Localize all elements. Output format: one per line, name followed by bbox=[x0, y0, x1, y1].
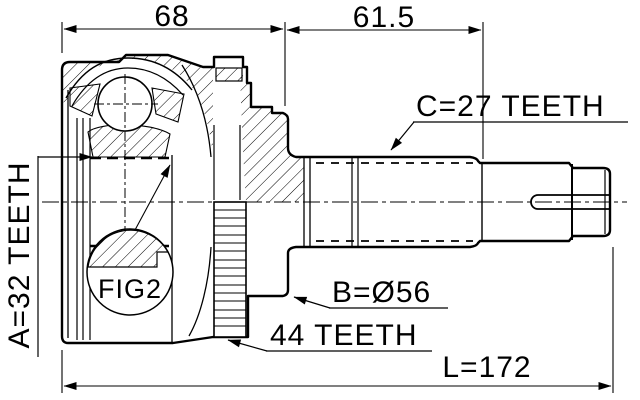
cage-curve bbox=[181, 64, 212, 158]
end-slot bbox=[530, 194, 611, 210]
cage-curve-lower bbox=[188, 246, 212, 337]
dimension-overall-length: L=172 bbox=[61, 247, 614, 393]
hatch-top-wall bbox=[62, 55, 213, 156]
dimension-value: L=172 bbox=[442, 351, 531, 384]
detail-leader-line bbox=[134, 164, 171, 231]
bell-interior bbox=[65, 57, 241, 343]
leader-line bbox=[293, 296, 331, 309]
dimension-value: 61.5 bbox=[353, 1, 415, 34]
label-diameter-b: B=Ø56 bbox=[293, 276, 448, 309]
hatch-right-wall bbox=[240, 68, 304, 202]
ball-track-outer bbox=[65, 57, 193, 99]
detail-spline-hatch bbox=[87, 229, 170, 268]
leader-line bbox=[227, 339, 268, 352]
inner-race-left bbox=[69, 83, 101, 117]
inner-race-right bbox=[151, 87, 185, 123]
label-text: C=27 TEETH bbox=[416, 90, 605, 123]
bearing-ball bbox=[94, 74, 158, 229]
abs-tone-ring bbox=[213, 201, 247, 338]
detail-circle-fig2: FIG2 bbox=[86, 164, 174, 316]
label-text: 44 TEETH bbox=[270, 319, 418, 352]
section-hatching bbox=[62, 55, 304, 202]
abs-ring-section bbox=[215, 67, 243, 82]
part-outline bbox=[60, 53, 612, 345]
label-spline-a: A=32 TEETH bbox=[3, 153, 93, 357]
label-text: A=32 TEETH bbox=[3, 161, 36, 348]
label-abs-teeth: 44 TEETH bbox=[227, 319, 432, 352]
leader-line bbox=[390, 121, 415, 151]
dimension-value: 68 bbox=[154, 0, 189, 33]
dimension-shaft-section: 61.5 bbox=[286, 1, 484, 159]
shaft-details bbox=[303, 157, 611, 247]
label-spline-c: C=27 TEETH bbox=[390, 90, 628, 151]
detail-figure-label: FIG2 bbox=[98, 274, 162, 304]
dimension-housing-width: 68 bbox=[61, 0, 286, 106]
label-text: B=Ø56 bbox=[332, 276, 431, 309]
